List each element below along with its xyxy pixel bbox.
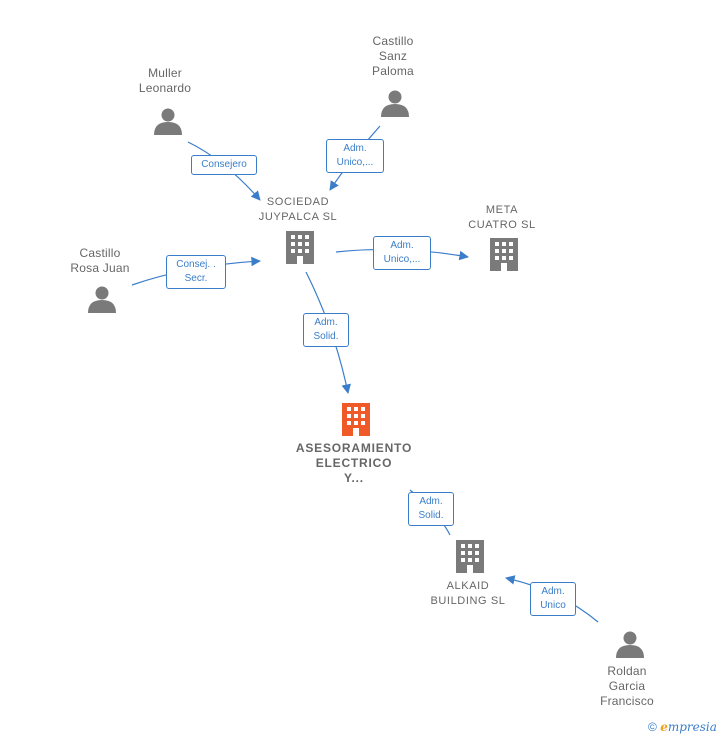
edge-label-adm-unico-sanz[interactable]: Adm. Unico,... — [326, 139, 384, 173]
person-icon-castillo-sanz — [381, 90, 409, 117]
edge-label-adm-solid-2[interactable]: Adm. Solid. — [408, 492, 454, 526]
edge-label-adm-unico-meta[interactable]: Adm. Unico,... — [373, 236, 431, 270]
node-label-muller[interactable]: Muller Leonardo — [138, 66, 192, 95]
edge-label-adm-unico-roldan[interactable]: Adm. Unico — [530, 582, 576, 616]
edge-label-consej-secr[interactable]: Consej. . Secr. — [166, 255, 226, 289]
node-label-asesoramiento[interactable]: ASESORAMIENTO ELECTRICO Y... — [295, 441, 413, 485]
edge-label-adm-solid-1[interactable]: Adm. Solid. — [303, 313, 349, 347]
node-label-alkaid[interactable]: ALKAID BUILDING SL — [430, 580, 506, 607]
footer-brand[interactable]: © empresia — [648, 720, 717, 734]
brand-logo: empresia — [660, 720, 717, 734]
copyright-icon: © — [648, 720, 657, 734]
edge-lines — [131, 125, 599, 623]
node-label-sociedad[interactable]: SOCIEDAD JUYPALCA SL — [258, 196, 338, 223]
edge-label-consejero[interactable]: Consejero — [191, 155, 257, 175]
building-icon-alkaid — [456, 540, 484, 573]
person-icon-muller — [154, 108, 182, 135]
node-label-roldan[interactable]: Roldan Garcia Francisco — [600, 664, 654, 708]
node-label-castillo-sanz[interactable]: Castillo Sanz Paloma — [372, 34, 414, 78]
person-icon-castillo-rosa — [88, 286, 116, 313]
building-icon-asesoramiento — [342, 403, 370, 436]
building-icon-sociedad — [286, 231, 314, 264]
node-label-castillo-rosa[interactable]: Castillo Rosa Juan — [70, 246, 130, 275]
node-label-meta[interactable]: META CUATRO SL — [468, 204, 536, 231]
person-icon-roldan — [616, 631, 644, 658]
building-icon-meta — [490, 238, 518, 271]
